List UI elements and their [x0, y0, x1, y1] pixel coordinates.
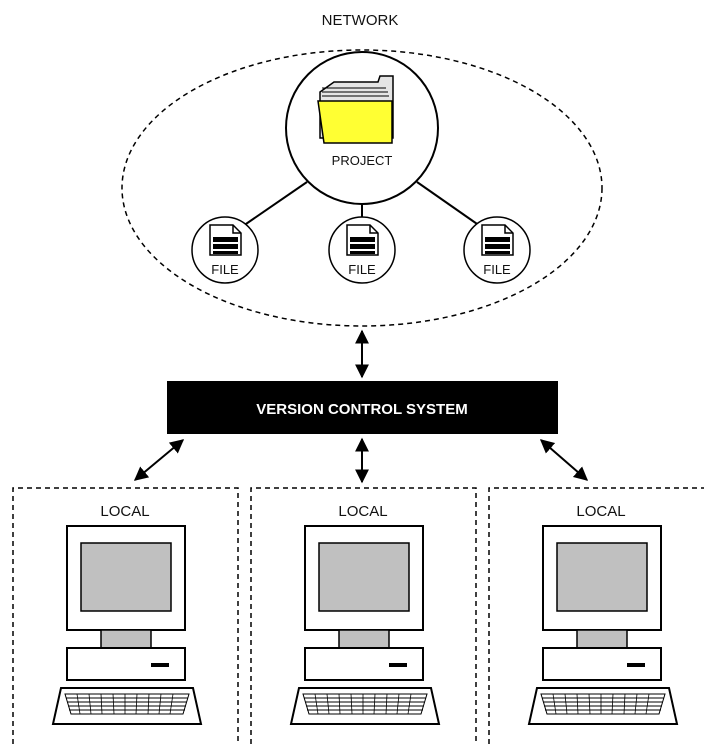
file-label: FILE — [348, 262, 376, 277]
double-arrow-icon — [133, 439, 185, 481]
vcs-label: VERSION CONTROL SYSTEM — [256, 401, 467, 418]
file-icon — [209, 224, 242, 256]
local-workspace[interactable]: LOCAL — [488, 487, 704, 744]
computer-icon — [52, 525, 202, 725]
file-node[interactable]: FILE — [463, 216, 531, 284]
project-label: PROJECT — [332, 153, 393, 168]
double-arrow-icon — [539, 439, 589, 481]
vcs-box — [167, 381, 558, 434]
file-icon — [481, 224, 514, 256]
file-label: FILE — [211, 262, 239, 277]
file-icon — [346, 224, 379, 256]
local-boundary — [250, 487, 477, 744]
version-control-system[interactable]: VERSION CONTROL SYSTEM — [167, 381, 558, 434]
file-label: FILE — [483, 262, 511, 277]
file-node[interactable]: FILE — [328, 216, 396, 284]
local-boundary — [488, 487, 704, 744]
local-boundary — [12, 487, 239, 744]
file-node[interactable]: FILE — [191, 216, 259, 284]
folder-icon — [317, 75, 394, 144]
computer-icon — [290, 525, 440, 725]
computer-icon — [528, 525, 678, 725]
local-workspace[interactable]: LOCAL — [12, 487, 239, 744]
local-label: LOCAL — [576, 503, 625, 520]
network-label: NETWORK — [322, 12, 399, 29]
local-workspace[interactable]: LOCAL — [250, 487, 477, 744]
local-label: LOCAL — [338, 503, 387, 520]
network-boundary — [121, 49, 603, 327]
local-label: LOCAL — [100, 503, 149, 520]
project-node[interactable]: PROJECT — [285, 51, 439, 205]
